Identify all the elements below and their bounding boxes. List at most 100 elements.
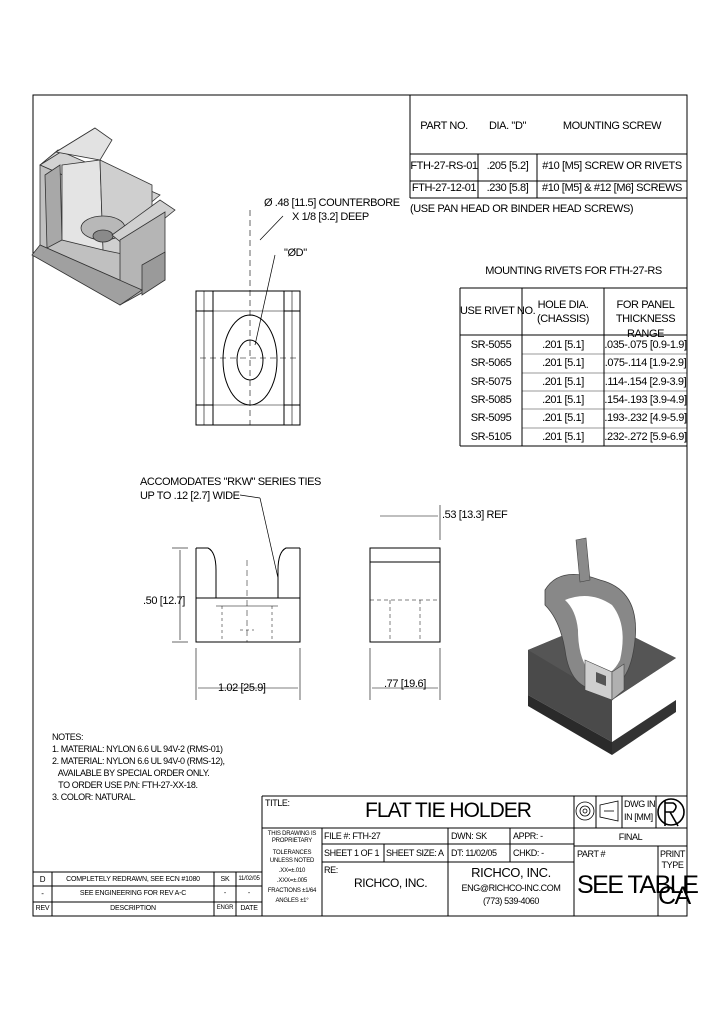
rivet-row6-range: .232-.272 [5.9-6.9] bbox=[604, 431, 687, 443]
rev-header-engr: ENGR bbox=[216, 905, 234, 911]
rev-row1-desc: COMPLETELY REDRAWN, SEE ECN #1080 bbox=[66, 876, 200, 883]
screw-row2-screw: #10 [M5] & #12 [M6] SCREWS bbox=[542, 182, 682, 194]
tol-line-7: FRACTIONS ±1/64 bbox=[267, 888, 317, 894]
rivet-header-no: USE RIVET NO. bbox=[460, 305, 536, 317]
depth-dimension: .77 [19.6] bbox=[384, 678, 426, 690]
final-label: FINAL bbox=[618, 832, 643, 842]
note-line-2: 2. MATERIAL: NYLON 6.6 UL 94V-0 (RMS-12)… bbox=[52, 756, 225, 766]
rivet-row1-range: .035-.075 [0.9-1.9] bbox=[604, 339, 687, 351]
rev-row2-rev: - bbox=[41, 889, 44, 898]
company-phone: (773) 539-4060 bbox=[483, 896, 539, 906]
tol-line-2: PROPRIETARY bbox=[271, 838, 313, 844]
checked-by: CHKD: - bbox=[513, 848, 544, 858]
rev-row1-rev: D bbox=[39, 875, 46, 884]
top-view bbox=[195, 210, 301, 426]
rev-header-rev: REV bbox=[35, 905, 50, 912]
rev-header-date: DATE bbox=[240, 905, 258, 912]
rivet-row4-range: .154-.193 [3.9-4.9] bbox=[604, 394, 687, 406]
part-see-table: SEE TABLE bbox=[577, 871, 699, 899]
front-view bbox=[172, 494, 301, 700]
tol-line-6: .XXX=±.005 bbox=[276, 878, 308, 884]
rivet-row6-no: SR-5105 bbox=[470, 431, 512, 443]
rivet-row4-hole: .201 [5.1] bbox=[542, 394, 584, 406]
screw-row1-dia: .205 [5.2] bbox=[486, 160, 529, 172]
screw-header-screw: MOUNTING SCREW bbox=[562, 120, 662, 132]
tol-line-8: ANGLES ±1° bbox=[275, 898, 309, 904]
rivet-row3-hole: .201 [5.1] bbox=[542, 376, 584, 388]
company-left: RICHCO, INC. bbox=[354, 876, 428, 890]
sheet-border bbox=[32, 94, 688, 917]
note-line-1: 1. MATERIAL: NYLON 6.6 UL 94V-2 (RMS-01) bbox=[52, 744, 223, 754]
dwg-in-label: DWG IN bbox=[624, 799, 656, 809]
drawn-by: DWN: SK bbox=[451, 831, 487, 841]
projection-symbol bbox=[575, 800, 619, 822]
notes-title: NOTES: bbox=[52, 732, 84, 742]
company-email: ENG@RICHCO-INC.COM bbox=[461, 883, 561, 893]
part-label: PART # bbox=[577, 849, 606, 859]
note-line-4: TO ORDER USE P/N: FTH-27-XX-18. bbox=[52, 780, 198, 790]
screw-row1-screw: #10 [M5] SCREW OR RIVETS bbox=[542, 160, 682, 172]
rivet-row5-range: .193-.232 [4.9-5.9] bbox=[604, 412, 687, 424]
screw-table-grid bbox=[409, 95, 687, 199]
side-view bbox=[369, 505, 441, 700]
ref-dimension: .53 [13.3] REF bbox=[442, 509, 508, 521]
rev-header-desc: DESCRIPTION bbox=[110, 905, 156, 912]
rivet-row2-range: .075-.114 [1.9-2.9] bbox=[604, 357, 687, 369]
rivet-row3-range: .114-.154 [2.9-3.9] bbox=[604, 376, 687, 388]
counterbore-callout: Ø .48 [11.5] COUNTERBORE bbox=[264, 197, 400, 209]
tol-line-4: UNLESS NOTED bbox=[269, 858, 315, 864]
file-number: FILE #: FTH-27 bbox=[324, 831, 381, 841]
rivet-row1-no: SR-5055 bbox=[470, 339, 512, 351]
rivet-header-hole: HOLE DIA. (CHASSIS) bbox=[536, 299, 590, 326]
rev-row1-date: 11/02/05 bbox=[238, 876, 260, 882]
tol-line-1: THIS DRAWING IS bbox=[267, 831, 317, 837]
units-label: IN [MM] bbox=[624, 812, 653, 822]
rivet-row5-no: SR-5095 bbox=[470, 412, 512, 424]
rivet-table-grid bbox=[459, 287, 688, 447]
rivet-row4-no: SR-5085 bbox=[470, 394, 512, 406]
rivet-title: MOUNTING RIVETS FOR FTH-27-RS bbox=[485, 265, 662, 277]
print-type-label-1: PRINT bbox=[659, 849, 685, 859]
dia-d-callout: "ØD" bbox=[284, 247, 307, 259]
rev-row2-date: - bbox=[247, 890, 251, 897]
title-block-grid bbox=[261, 795, 687, 916]
drawing-date: DT: 11/02/05 bbox=[451, 848, 497, 858]
note-line-3: AVAILABLE BY SPECIAL ORDER ONLY. bbox=[52, 768, 210, 778]
title-label: TITLE: bbox=[265, 798, 290, 808]
sheet-size: SHEET SIZE: A bbox=[386, 848, 444, 858]
accommodates-callout: ACCOMODATES "RKW" SERIES TIES bbox=[140, 476, 321, 488]
note-line-5: 3. COLOR: NATURAL. bbox=[52, 792, 136, 802]
height-dimension: .50 [12.7] bbox=[143, 595, 185, 607]
screw-row2-part: FTH-27-12-01 bbox=[411, 182, 477, 194]
screw-row2-dia: .230 [5.8] bbox=[486, 182, 529, 194]
print-type-code: CA bbox=[658, 882, 691, 910]
sheet-number: SHEET 1 OF 1 bbox=[324, 848, 380, 858]
re-label: RE: bbox=[324, 865, 338, 875]
installed-render bbox=[528, 537, 676, 755]
rivet-row5-hole: .201 [5.1] bbox=[542, 412, 584, 424]
rev-row1-engr: SK bbox=[220, 876, 230, 883]
rivet-header-range: FOR PANEL THICKNESS RANGE bbox=[615, 299, 676, 340]
revision-grid bbox=[33, 871, 262, 916]
rivet-row6-hole: .201 [5.1] bbox=[542, 431, 584, 443]
rivet-row3-no: SR-5075 bbox=[470, 376, 512, 388]
isometric-view bbox=[31, 127, 176, 306]
rivet-row1-hole: .201 [5.1] bbox=[542, 339, 584, 351]
richco-logo bbox=[657, 798, 685, 827]
approved-by: APPR: - bbox=[513, 831, 543, 841]
accommodates-width: UP TO .12 [2.7] WIDE bbox=[140, 490, 240, 502]
screw-header-dia: DIA. "D" bbox=[488, 120, 526, 132]
tol-line-3: TOLERANCES bbox=[272, 850, 312, 856]
drawing-title: FLAT TIE HOLDER bbox=[365, 799, 532, 822]
rivet-row2-hole: .201 [5.1] bbox=[542, 357, 584, 369]
rivet-row2-no: SR-5065 bbox=[470, 357, 512, 369]
rev-row2-engr: - bbox=[223, 890, 227, 897]
counterbore-depth: X 1/8 [3.2] DEEP bbox=[292, 211, 369, 223]
rev-row2-desc: SEE ENGINEERING FOR REV A-C bbox=[79, 890, 187, 897]
screw-note: (USE PAN HEAD OR BINDER HEAD SCREWS) bbox=[410, 203, 634, 215]
print-type-label-2: TYPE bbox=[661, 860, 684, 870]
company-right: RICHCO, INC. bbox=[471, 865, 551, 880]
screw-header-part: PART NO. bbox=[420, 120, 468, 132]
screw-row1-part: FTH-27-RS-01 bbox=[410, 160, 478, 172]
